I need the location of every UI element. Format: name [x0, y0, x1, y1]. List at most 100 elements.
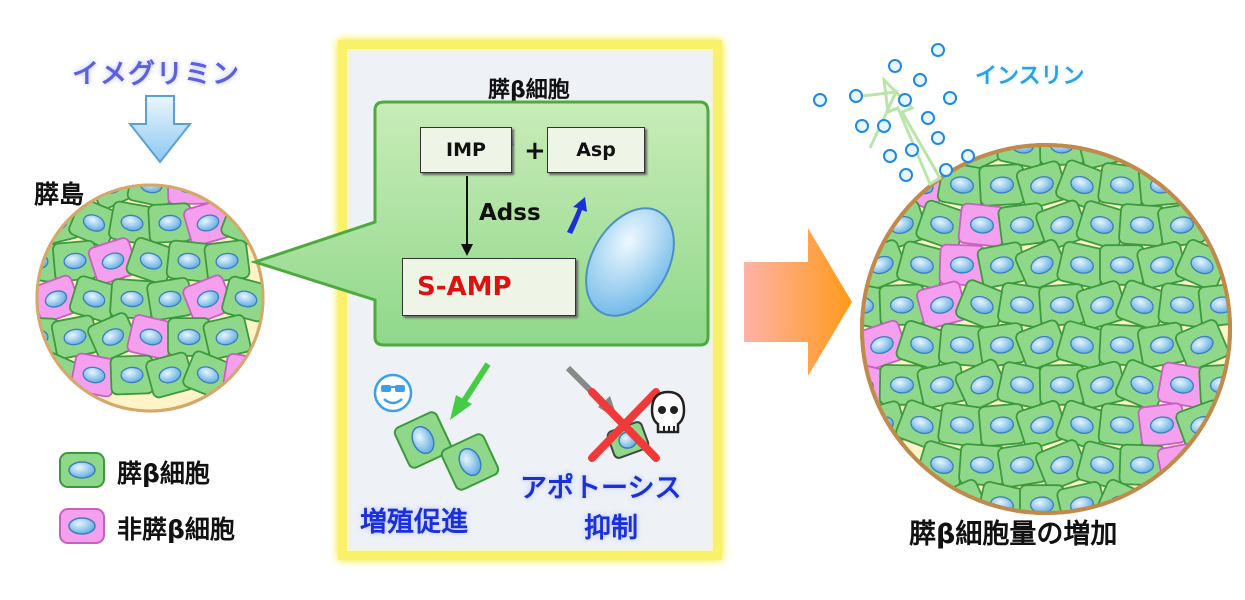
beta-cell [125, 237, 177, 285]
beta-cell [895, 399, 949, 451]
beta-cell [108, 200, 156, 246]
insulin-granule [931, 43, 945, 57]
insulin-granule [813, 93, 827, 107]
beta-cell [937, 402, 987, 448]
imp-label: IMP [446, 139, 486, 161]
beta-cell [145, 351, 195, 399]
down-arrow-icon [127, 95, 193, 164]
beta-cell [221, 275, 263, 323]
beta-cell [1038, 364, 1086, 406]
non-beta-cell [1137, 402, 1187, 448]
beta-cell [52, 239, 98, 283]
insulin-granule [921, 111, 935, 125]
non-beta-cell [182, 274, 234, 324]
beta-cell [895, 320, 949, 370]
beta-cell [915, 199, 969, 251]
beta-cell [1035, 199, 1089, 251]
beta-cell [203, 239, 251, 283]
smiley-sunglasses-icon [373, 373, 413, 413]
proliferation-arrow [450, 362, 491, 420]
proliferating-cells [393, 411, 500, 491]
imp-box: IMP [420, 127, 512, 173]
asp-box: Asp [547, 127, 645, 173]
plus-sign: + [524, 136, 546, 166]
drug-label-imeglimin: イメグリミン [72, 59, 240, 90]
adss-label: Adss [479, 200, 541, 226]
non-beta-cell [938, 243, 986, 287]
red-cross-icon [588, 388, 660, 462]
legend-beta-cell-swatch [59, 452, 105, 488]
beta-cell [1098, 323, 1146, 367]
insulin-granule [888, 59, 902, 73]
beta-cell [896, 240, 948, 290]
beta-cell [1055, 159, 1109, 211]
beta-cell [1075, 200, 1129, 250]
beta-cell [878, 283, 926, 327]
beta-cell [977, 322, 1027, 368]
beta-cell [50, 314, 100, 360]
insulin-granule [855, 119, 869, 133]
insulin-granule [898, 93, 912, 107]
panel-title: 膵β細胞 [488, 78, 570, 103]
pathway-arrow [461, 176, 473, 256]
islet-label: 膵島 [34, 180, 85, 209]
beta-cell [1099, 244, 1145, 286]
beta-cell [87, 312, 139, 362]
asp-label: Asp [576, 139, 616, 161]
beta-cell [1197, 282, 1230, 328]
beta-cell [997, 441, 1047, 489]
insulin-granule [849, 89, 863, 103]
insulin-granule [943, 91, 957, 105]
beta-cell [1136, 321, 1188, 369]
beta-cell [1174, 319, 1230, 371]
beta-cell [955, 279, 1009, 331]
non-beta-cell [916, 280, 968, 330]
insulin-granule [899, 168, 913, 182]
beta-cell [1056, 241, 1108, 289]
beta-cell [109, 354, 155, 396]
cell-nucleus [585, 207, 675, 317]
beta-cell [1115, 279, 1169, 331]
beta-cell [1015, 400, 1069, 450]
big-right-arrow-icon [744, 228, 852, 376]
beta-cell [978, 163, 1026, 207]
insulin-granule [883, 149, 897, 163]
insulin-granule [905, 143, 919, 157]
beta-cell [68, 198, 120, 248]
non-beta-cell [1156, 441, 1208, 489]
skull-icon [650, 390, 686, 434]
insulin-granule [939, 163, 953, 177]
left-islet [35, 183, 265, 413]
beta-cell [1014, 238, 1070, 292]
beta-cell [1118, 443, 1166, 487]
apoptosis-label: アポトーシス [520, 473, 682, 504]
s-amp-label: S-AMP [417, 272, 512, 302]
beta-cell [1114, 359, 1170, 411]
insulin-granules [813, 43, 975, 182]
beta-cell [1035, 439, 1089, 491]
legend-non-beta-cell-label: 非膵β細胞 [117, 515, 235, 544]
beta-cell [1038, 283, 1086, 327]
insulin-granule [877, 119, 891, 133]
legend-non-beta-cell-swatch [59, 508, 105, 544]
insulin-granule [961, 149, 975, 163]
beta-cell [146, 277, 194, 321]
insulin-granule [931, 131, 945, 145]
non-beta-cell [1156, 361, 1208, 409]
beta-cell [977, 402, 1027, 448]
beta-cell [202, 314, 252, 360]
beta-cell [1015, 319, 1069, 371]
inhibition-label: 抑制 [584, 513, 638, 544]
proliferation-label: 増殖促進 [360, 507, 468, 538]
right-islet [860, 143, 1232, 515]
insulin-label: インスリン [975, 64, 1085, 89]
insulin-granule [913, 73, 927, 87]
legend-beta-cell-label: 膵β細胞 [117, 459, 210, 488]
s-amp-box: S-AMP [402, 258, 576, 316]
beta-cell [167, 317, 211, 357]
non-beta-cell [69, 352, 119, 398]
beta-cell [878, 364, 926, 406]
beta-cell [1055, 399, 1109, 451]
result-label: 膵β細胞量の増加 [909, 519, 1118, 550]
